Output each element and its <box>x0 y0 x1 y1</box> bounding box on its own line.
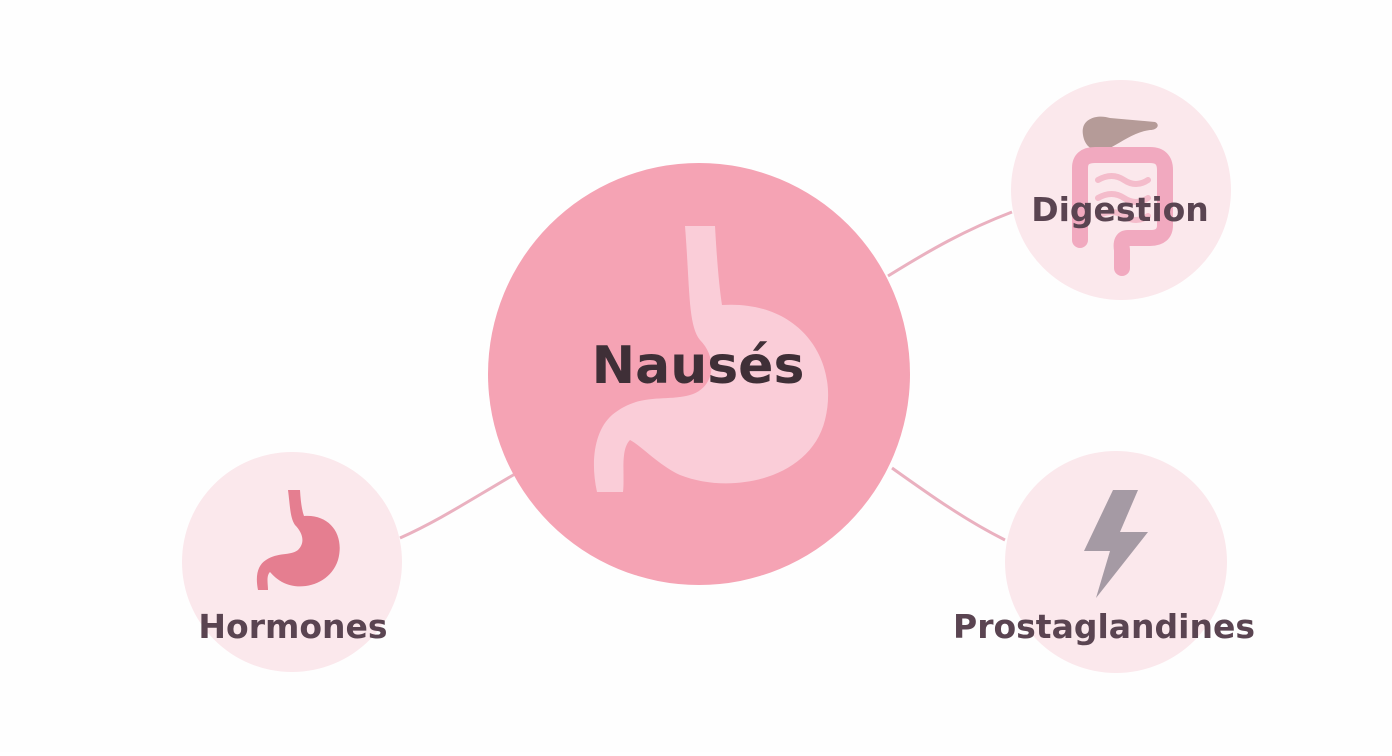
center-circle <box>488 163 910 585</box>
connector-hormones <box>399 472 516 540</box>
hormones-stomach-icon <box>256 490 340 590</box>
intestine-icon <box>1072 147 1173 276</box>
liver-icon <box>1082 116 1158 151</box>
node-label-prostaglandines: Prostaglandines <box>953 607 1255 646</box>
node-label-hormones: Hormones <box>198 607 388 646</box>
center-label: Nausés <box>591 336 805 396</box>
node-circle-digestion <box>1011 80 1231 300</box>
node-label-digestion: Digestion <box>1031 190 1209 229</box>
stomach-icon <box>593 226 829 492</box>
connector-prostaglandines <box>891 466 1006 542</box>
connector-digestion <box>887 210 1013 278</box>
lightning-icon <box>1084 490 1148 598</box>
